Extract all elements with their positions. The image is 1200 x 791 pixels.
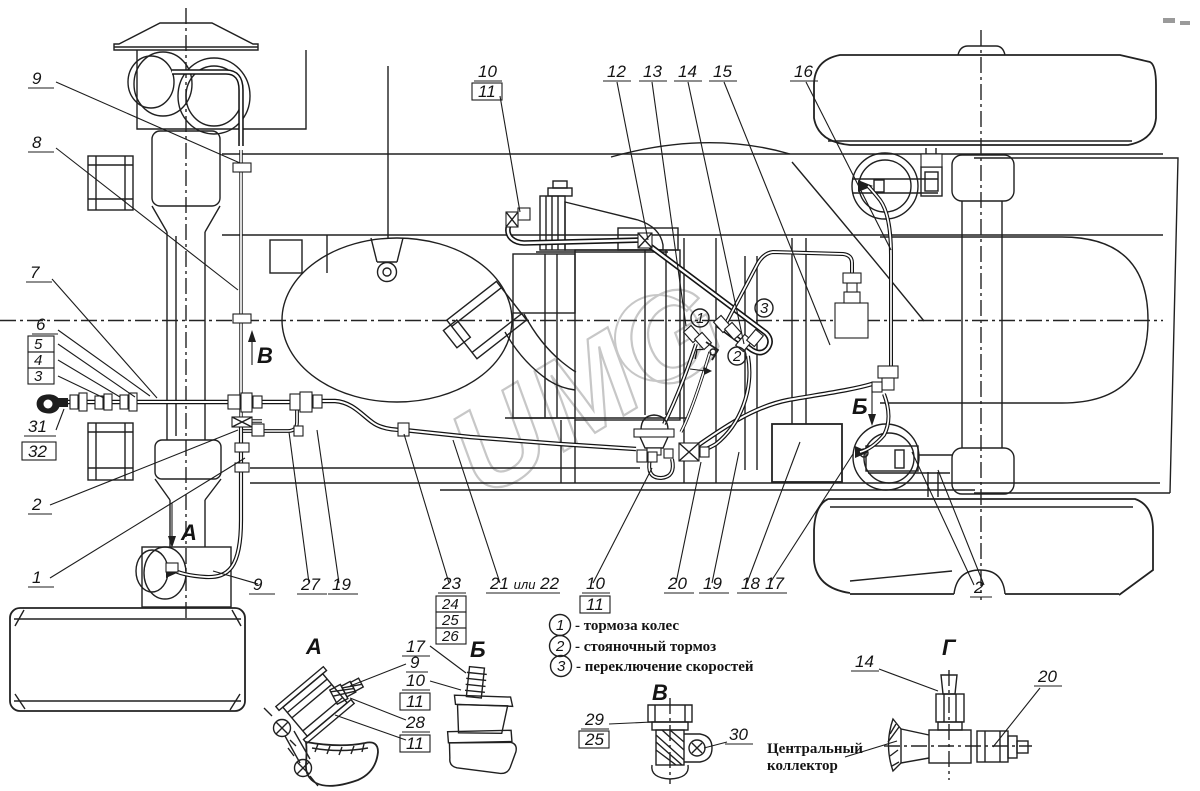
svg-text:1: 1	[696, 310, 704, 327]
svg-text:В: В	[652, 680, 668, 705]
svg-text:14: 14	[678, 62, 697, 81]
svg-text:1: 1	[556, 617, 564, 634]
svg-text:1: 1	[32, 568, 41, 587]
svg-text:8: 8	[32, 133, 42, 152]
svg-text:4: 4	[34, 352, 42, 369]
svg-text:Г: Г	[694, 346, 704, 363]
svg-text:А: А	[305, 634, 322, 659]
svg-text:19: 19	[703, 574, 722, 593]
svg-text:18: 18	[741, 574, 760, 593]
svg-text:32: 32	[28, 442, 47, 461]
svg-text:15: 15	[713, 62, 732, 81]
svg-text:А: А	[180, 520, 197, 545]
svg-text:3: 3	[34, 368, 43, 385]
svg-text:3: 3	[760, 300, 769, 317]
svg-text:13: 13	[643, 62, 662, 81]
svg-text:11: 11	[406, 734, 424, 753]
svg-text:Б: Б	[852, 394, 868, 419]
svg-text:25: 25	[441, 612, 459, 629]
svg-text:9: 9	[253, 575, 263, 594]
svg-text:2: 2	[31, 495, 42, 514]
svg-text:- стояночный тормоз: - стояночный тормоз	[575, 639, 716, 655]
svg-text:коллектор: коллектор	[767, 758, 838, 774]
svg-text:25: 25	[584, 730, 604, 749]
svg-text:Б: Б	[470, 637, 486, 662]
svg-text:20: 20	[1037, 667, 1057, 686]
svg-text:30: 30	[729, 725, 748, 744]
svg-text:12: 12	[607, 62, 626, 81]
svg-text:14: 14	[855, 652, 874, 671]
svg-text:2: 2	[973, 578, 984, 597]
svg-text:27: 27	[300, 575, 320, 594]
svg-text:- тормоза колес: - тормоза колес	[575, 618, 679, 634]
svg-text:29: 29	[584, 710, 604, 729]
svg-text:11: 11	[478, 82, 496, 101]
svg-text:31: 31	[28, 417, 47, 436]
svg-text:20: 20	[667, 574, 687, 593]
svg-text:21 или 22: 21 или 22	[489, 574, 560, 593]
svg-text:11: 11	[586, 595, 604, 614]
svg-text:3: 3	[557, 658, 566, 675]
svg-text:10: 10	[586, 574, 605, 593]
svg-text:10: 10	[406, 671, 425, 690]
svg-text:6: 6	[36, 315, 46, 334]
svg-text:Центральный: Центральный	[767, 741, 863, 757]
svg-text:9: 9	[410, 653, 420, 672]
svg-text:24: 24	[441, 596, 459, 613]
svg-text:2: 2	[732, 348, 742, 365]
svg-text:17: 17	[765, 574, 784, 593]
svg-text:28: 28	[405, 713, 425, 732]
svg-text:11: 11	[406, 692, 424, 711]
svg-text:Г: Г	[942, 635, 957, 660]
svg-text:5: 5	[34, 336, 43, 353]
svg-text:В: В	[257, 343, 273, 368]
svg-text:19: 19	[332, 575, 351, 594]
svg-text:7: 7	[30, 263, 40, 282]
svg-text:10: 10	[478, 62, 497, 81]
svg-text:2: 2	[555, 638, 565, 655]
svg-text:- переключение скоростей: - переключение скоростей	[576, 659, 754, 675]
svg-text:23: 23	[441, 574, 461, 593]
svg-text:17: 17	[406, 637, 425, 656]
svg-text:26: 26	[441, 628, 459, 645]
svg-text:16: 16	[794, 62, 813, 81]
svg-text:9: 9	[32, 69, 42, 88]
